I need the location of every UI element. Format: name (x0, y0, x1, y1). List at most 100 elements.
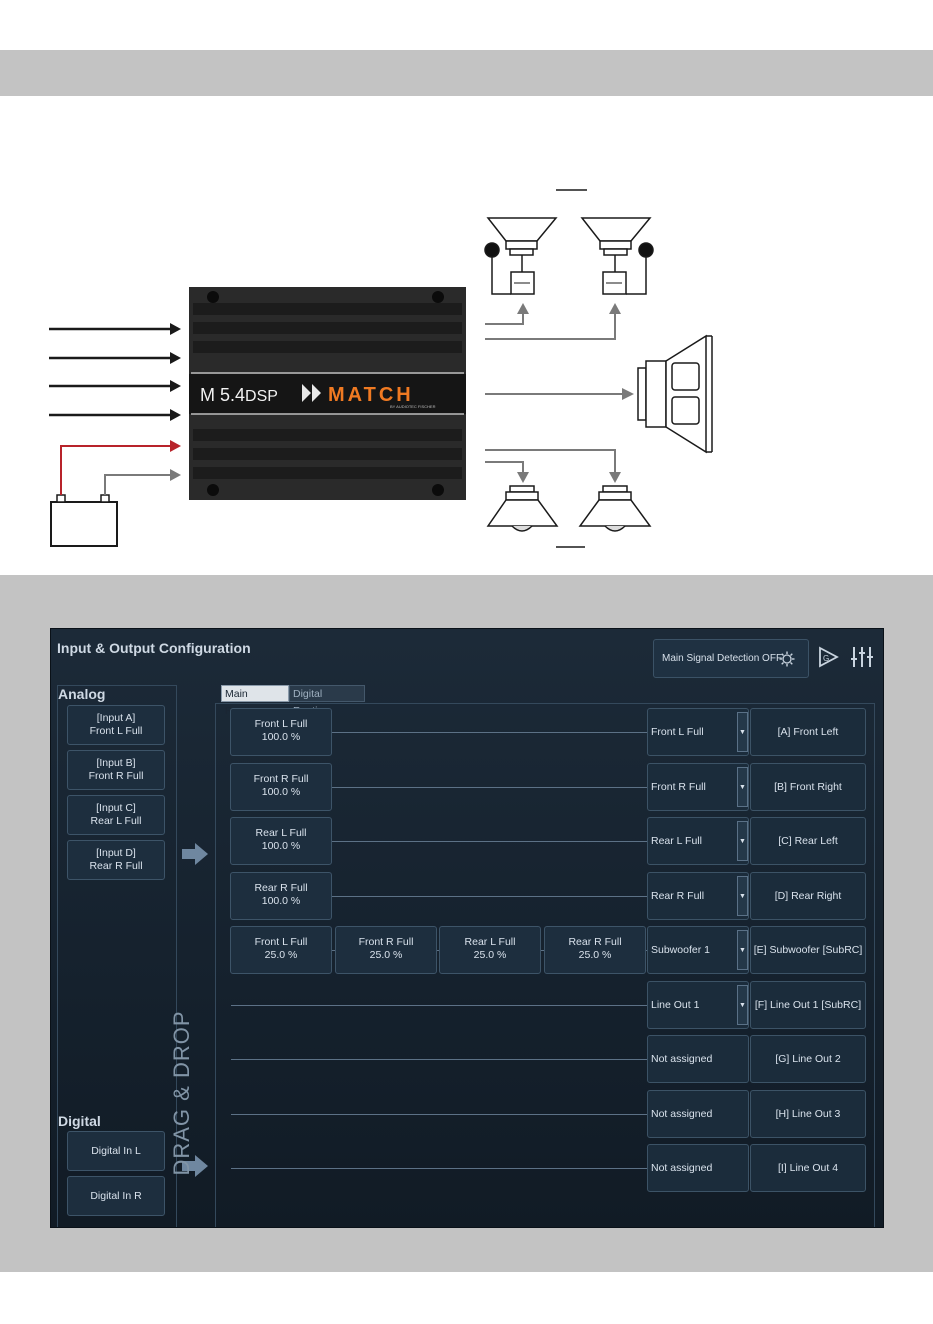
routing-line (231, 732, 647, 733)
output-channel-label: [D] Rear Right (774, 890, 842, 902)
output-source-label: Subwoofer 1 (651, 944, 710, 956)
routing-line (231, 787, 647, 788)
input-name: Rear R Full (89, 860, 143, 872)
analog-input-button[interactable]: [Input B]Front R Full (67, 750, 165, 790)
amp-brand-sub: BY AUDIOTEC FISCHER (390, 404, 436, 409)
analog-input-button[interactable]: [Input D]Rear R Full (67, 840, 165, 880)
amp-model-prefix: M 5.4 (200, 385, 245, 405)
equalizer-icon[interactable] (850, 645, 874, 669)
output-source-select[interactable]: Rear L Full ▼ (647, 817, 749, 865)
routing-panel (215, 703, 875, 1227)
output-channel-label: [C] Rear Left (778, 835, 838, 847)
output-source-label: Rear R Full (651, 890, 705, 902)
output-source-select[interactable]: Not assigned (647, 1144, 749, 1192)
svg-text:M 5.4DSP: M 5.4DSP (200, 385, 278, 405)
amplifier-image: M 5.4DSP MATCH BY AUDIOTEC FISCHER (189, 287, 466, 500)
digital-input-button[interactable]: Digital In L (67, 1131, 165, 1171)
output-source-label: Not assigned (651, 1162, 713, 1174)
analog-label: Analog (58, 686, 106, 702)
output-source-label: Not assigned (651, 1053, 713, 1065)
chevron-down-icon[interactable]: ▼ (737, 821, 748, 861)
output-source-label: Not assigned (651, 1108, 713, 1120)
routing-block-value: 100.0 % (261, 731, 301, 743)
chevron-down-icon[interactable]: ▼ (737, 985, 748, 1025)
output-channel-label: [I] Line Out 4 (777, 1162, 839, 1174)
analog-input-button[interactable]: [Input C]Rear L Full (67, 795, 165, 835)
signal-detection-label: Main Signal Detection OFF (662, 653, 783, 664)
digital-label: Digital (58, 1113, 101, 1129)
dsp-app-window: Input & Output Configuration Main Signal… (50, 628, 884, 1228)
chevron-down-icon[interactable]: ▼ (737, 876, 748, 916)
output-source-select[interactable]: Rear R Full ▼ (647, 872, 749, 920)
svg-text:G: G (823, 654, 829, 663)
routing-block-value: 100.0 % (261, 786, 301, 798)
routing-block-name: Rear L Full (464, 936, 516, 948)
routing-block-name: Front R Full (358, 936, 414, 948)
input-id: [Input D] (96, 847, 136, 859)
output-channel-label: [F] Line Out 1 [SubRC] (754, 999, 862, 1011)
analog-input-button[interactable]: [Input A]Front L Full (67, 705, 165, 745)
output-source-select[interactable]: Line Out 1 ▼ (647, 981, 749, 1029)
wiring-diagram: M 5.4DSP MATCH BY AUDIOTEC FISCHER (49, 189, 713, 548)
routing-block-value: 25.0 % (369, 949, 403, 961)
routing-block-name: Rear R Full (254, 882, 308, 894)
routing-line (231, 841, 647, 842)
input-id: [Input A] (96, 712, 136, 724)
output-source-label: Line Out 1 (651, 999, 700, 1011)
output-channel-label: [E] Subwoofer [SubRC] (753, 944, 863, 956)
input-name: Rear L Full (90, 815, 142, 827)
header-band (0, 50, 933, 96)
digital-input-button[interactable]: Digital In R (67, 1176, 165, 1216)
input-name: Digital In R (90, 1189, 142, 1202)
output-source-select[interactable]: Front R Full ▼ (647, 763, 749, 811)
output-channel-label: [H] Line Out 3 (775, 1108, 841, 1120)
input-name: Front L Full (89, 725, 143, 737)
rear-speaker-right-icon (578, 485, 652, 532)
output-source-label: Front L Full (651, 726, 704, 738)
output-channel-name: [F] Line Out 1 [SubRC] (750, 981, 866, 1029)
chevron-down-icon[interactable]: ▼ (737, 767, 748, 807)
input-name: Front R Full (88, 770, 144, 782)
chevron-down-icon[interactable]: ▼ (737, 712, 748, 752)
input-name: Digital In L (91, 1144, 141, 1157)
subwoofer-icon (637, 334, 713, 454)
output-channel-name: [D] Rear Right (750, 872, 866, 920)
rear-speaker-left-icon (486, 485, 559, 532)
output-source-label: Front R Full (651, 781, 706, 793)
input-panel (57, 685, 177, 1227)
output-channel-name: [B] Front Right (750, 763, 866, 811)
front-speaker-right-icon (580, 217, 654, 295)
routing-block-value: 25.0 % (473, 949, 507, 961)
output-channel-name: [I] Line Out 4 (750, 1144, 866, 1192)
output-source-select[interactable]: Subwoofer 1 ▼ (647, 926, 749, 974)
routing-block-name: Front L Full (254, 718, 308, 730)
routing-block-name: Rear L Full (255, 827, 307, 839)
chevron-down-icon[interactable]: ▼ (737, 930, 748, 970)
signal-detection-button[interactable]: Main Signal Detection OFF (653, 639, 809, 678)
arrow-right-icon (182, 1155, 208, 1177)
output-source-select[interactable]: Not assigned (647, 1035, 749, 1083)
output-source-select[interactable]: Front L Full ▼ (647, 708, 749, 756)
output-source-select[interactable]: Not assigned (647, 1090, 749, 1138)
output-channel-label: [G] Line Out 2 (775, 1053, 841, 1065)
routing-block-value: 100.0 % (261, 840, 301, 852)
amp-brand: MATCH (328, 384, 414, 406)
output-channel-name: [A] Front Left (750, 708, 866, 756)
output-channel-label: [A] Front Left (777, 726, 839, 738)
play-icon[interactable]: G (817, 646, 839, 668)
routing-block-value: 100.0 % (261, 895, 301, 907)
tab-digital-routing[interactable]: Digital Routing (289, 685, 365, 717)
routing-block-name: Rear R Full (568, 936, 622, 948)
output-channel-name: [E] Subwoofer [SubRC] (750, 926, 866, 974)
tab-main-routing[interactable]: Main Routing (221, 685, 289, 717)
output-source-label: Rear L Full (651, 835, 702, 847)
routing-block-name: Front L Full (254, 936, 308, 948)
